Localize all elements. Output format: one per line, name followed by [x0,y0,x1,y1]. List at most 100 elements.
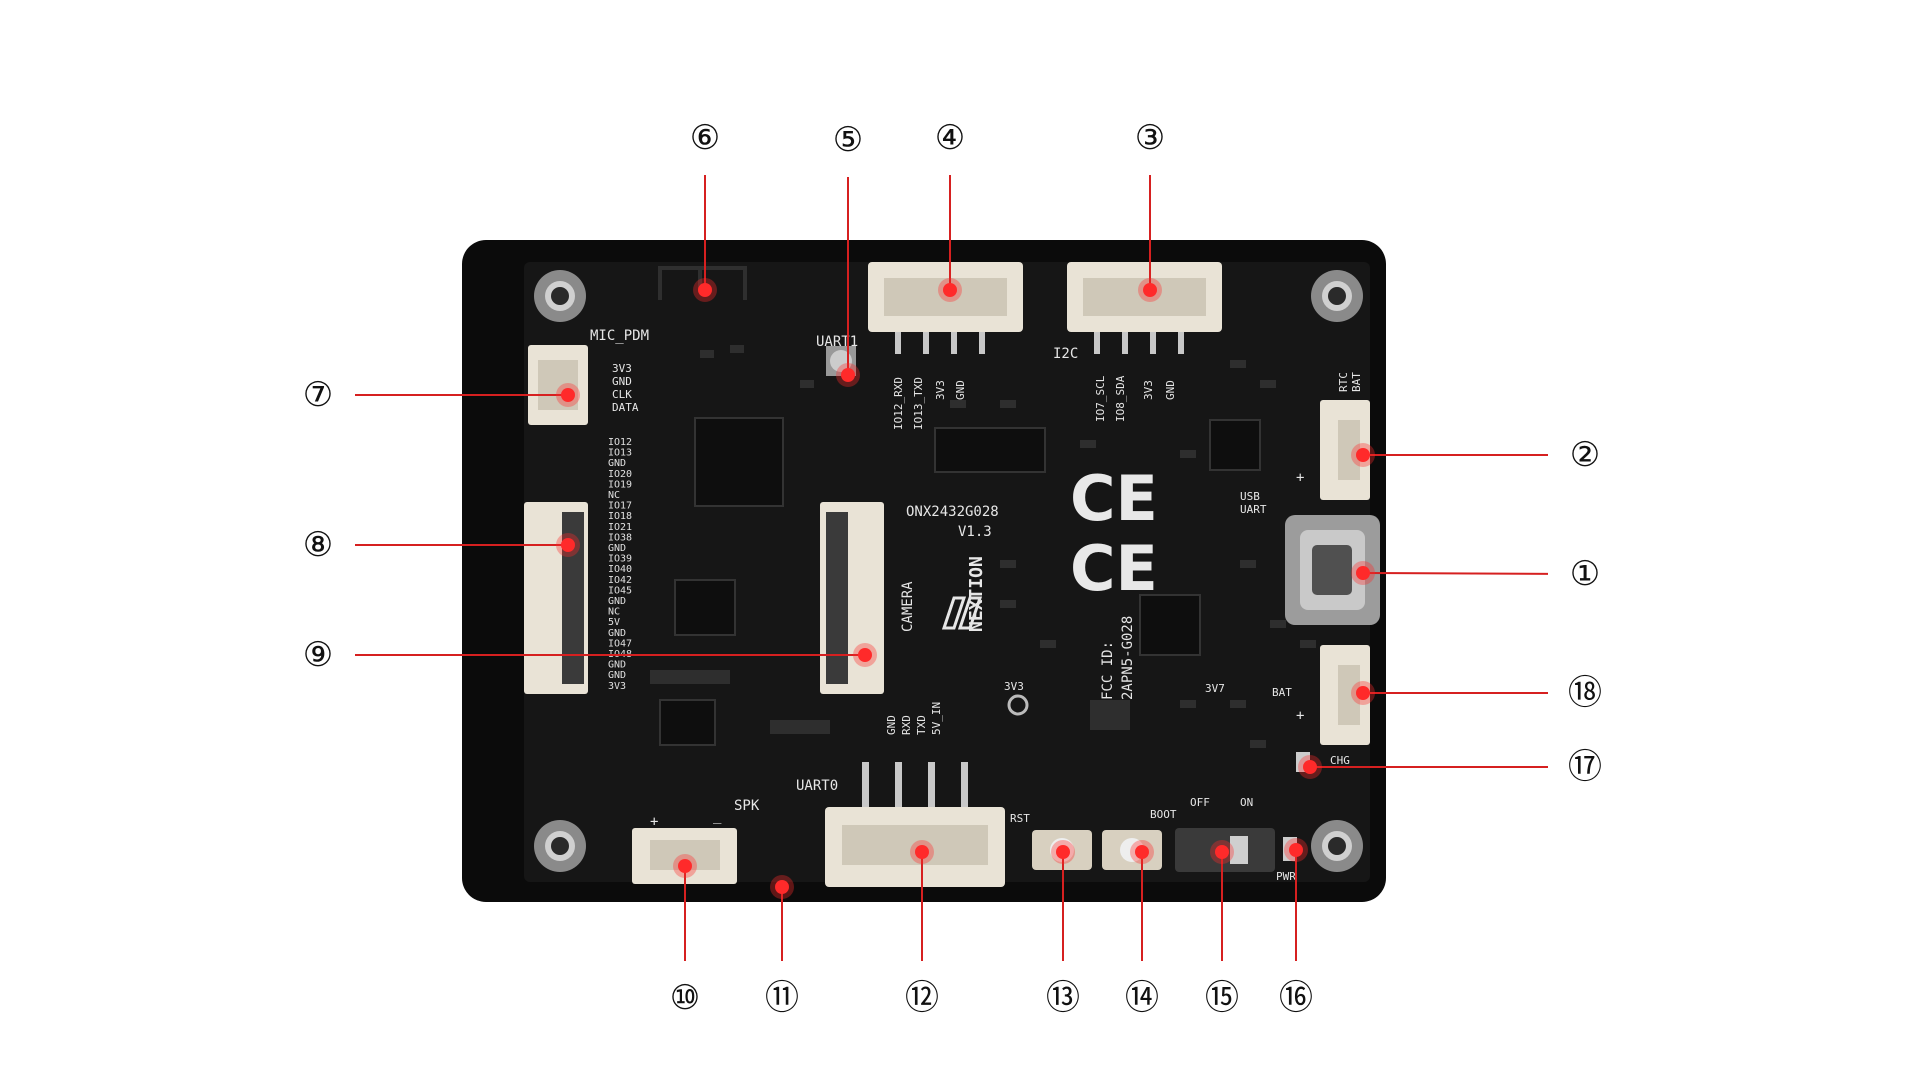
fpc-pin-label-24: 3V3 [608,681,626,692]
regulator-chip [1209,419,1261,471]
uart0-connector [825,762,1005,887]
pcb [524,262,1370,882]
callout-marker-14 [1135,845,1149,859]
silk-rtc: RTC [1337,372,1350,392]
silk-spk: SPK [734,798,760,814]
silk-i2c-pin-4: GND [1164,380,1177,400]
fpc-pin-label-3: GND [608,458,626,469]
callout-marker-18 [1356,686,1370,700]
usb-c-port [1285,515,1380,625]
callout-label-3: ③ [1135,118,1165,158]
silk-mic-pin-1: 3V3 [612,362,632,375]
silk-rtc-plus: + [1296,470,1304,486]
amp-chip [659,699,716,746]
callout-label-6: ⑥ [690,118,720,158]
silk-mic-pdm: MIC_PDM [590,328,649,344]
silk-3v7: 3V7 [1205,682,1225,695]
callout-marker-17 [1303,760,1317,774]
silk-uart0-pin-1: GND [885,715,898,735]
callout-marker-5 [841,368,855,382]
fpc-pin-label-10: IO38 [608,532,632,543]
callout-marker-8 [561,538,575,552]
silk-bat: BAT [1272,686,1292,699]
silk-rtc-bat: BAT [1350,372,1363,392]
callout-label-9: ⑨ [303,635,333,675]
fpc-pin-label-7: IO17 [608,501,632,512]
callout-label-16: ⑯ [1279,978,1313,1018]
silk-brand: NEXTION [966,556,987,632]
callout-label-15: ⑮ [1205,978,1239,1018]
mount-hole-br [1311,820,1363,872]
fpc-pin-label-11: GND [608,543,626,554]
fpc-pin-label-13: IO40 [608,564,632,575]
callout-label-11: ⑪ [765,978,799,1018]
silk-version: V1.3 [958,524,992,540]
fpc-pin-label-12: IO39 [608,554,632,565]
fpc-pin-label-20: IO47 [608,638,632,649]
callout-label-18: ⑱ [1568,673,1602,713]
callout-label-2: ② [1570,435,1600,475]
silk-i2c-pin-2: IO8_SDA [1114,375,1127,422]
fpc-pin-label-19: GND [608,628,626,639]
callout-label-12: ⑫ [905,978,939,1018]
fpc-pin-labels: IO12IO13GNDIO20IO19NCIO17IO18IO21IO38GND… [608,437,632,692]
rtc-bat-connector [1320,400,1370,500]
callout-marker-9 [858,648,872,662]
fpc-pin-label-5: IO19 [608,479,632,490]
callout-label-10: ⑩ [670,978,700,1018]
callout-marker-7 [561,388,575,402]
fpc-pin-label-4: IO20 [608,469,632,480]
silk-uart0-pin-4: 5V_IN [930,702,943,735]
fpc-pin-label-22: GND [608,660,626,671]
silk-model: ONX2432G028 [906,504,999,520]
callout-marker-2 [1356,448,1370,462]
fpc-pin-label-17: NC [608,607,620,618]
camera-fpc-connector [820,502,884,694]
fpc-pin-label-1: IO12 [608,437,632,448]
i2c-connector [1067,262,1222,354]
silk-boot: BOOT [1150,808,1177,821]
silk-usb: USB [1240,490,1260,503]
silk-spk-plus: + [650,814,658,830]
silk-3v3-pad: 3V3 [1004,680,1024,693]
fpc-pin-label-23: GND [608,670,626,681]
fpc-pin-label-6: NC [608,490,620,501]
silk-on: ON [1240,796,1253,809]
callout-label-5: ⑤ [833,120,863,160]
uart1-connector [868,262,1023,354]
silk-fcc-label: FCC ID: [1100,641,1116,700]
callout-label-13: ⑬ [1046,978,1080,1018]
silk-uart0-pin-2: RXD [900,715,913,735]
fpc-pin-label-2: IO13 [608,448,632,459]
test-pad-3v3 [1007,694,1029,716]
silk-uart1-pin-3: 3V3 [934,380,947,400]
fpc-pin-label-15: IO45 [608,585,632,596]
silk-uart1: UART1 [816,334,858,350]
ce-mark-bottom: CE [1070,532,1158,605]
fpc-pin-label-16: GND [608,596,626,607]
silk-i2c-pin-3: 3V3 [1142,380,1155,400]
callout-marker-13 [1056,845,1070,859]
fpc-pin-label-9: IO21 [608,522,632,533]
brand-logo [941,596,983,630]
fpc-connector-left [524,502,588,694]
silk-fcc-value: 2APN5-G028 [1120,616,1136,700]
fpc-pin-label-18: 5V [608,617,620,628]
silk-uart0: UART0 [796,778,838,794]
callout-marker-11 [775,880,789,894]
silk-mic-pin-2: GND [612,375,632,388]
callout-markers [556,278,1375,899]
silk-i2c: I2C [1053,346,1078,362]
callout-marker-16 [1289,843,1303,857]
mcu-chip [694,417,784,507]
silk-rst: RST [1010,812,1030,825]
silk-uart1-pin-1: IO12_RXD [892,377,905,430]
callout-lines [355,175,1549,961]
callout-marker-4 [943,283,957,297]
pmic-chip [1139,594,1201,656]
silk-pwr: PWR [1276,870,1296,883]
fpc-pin-label-8: IO18 [608,511,632,522]
